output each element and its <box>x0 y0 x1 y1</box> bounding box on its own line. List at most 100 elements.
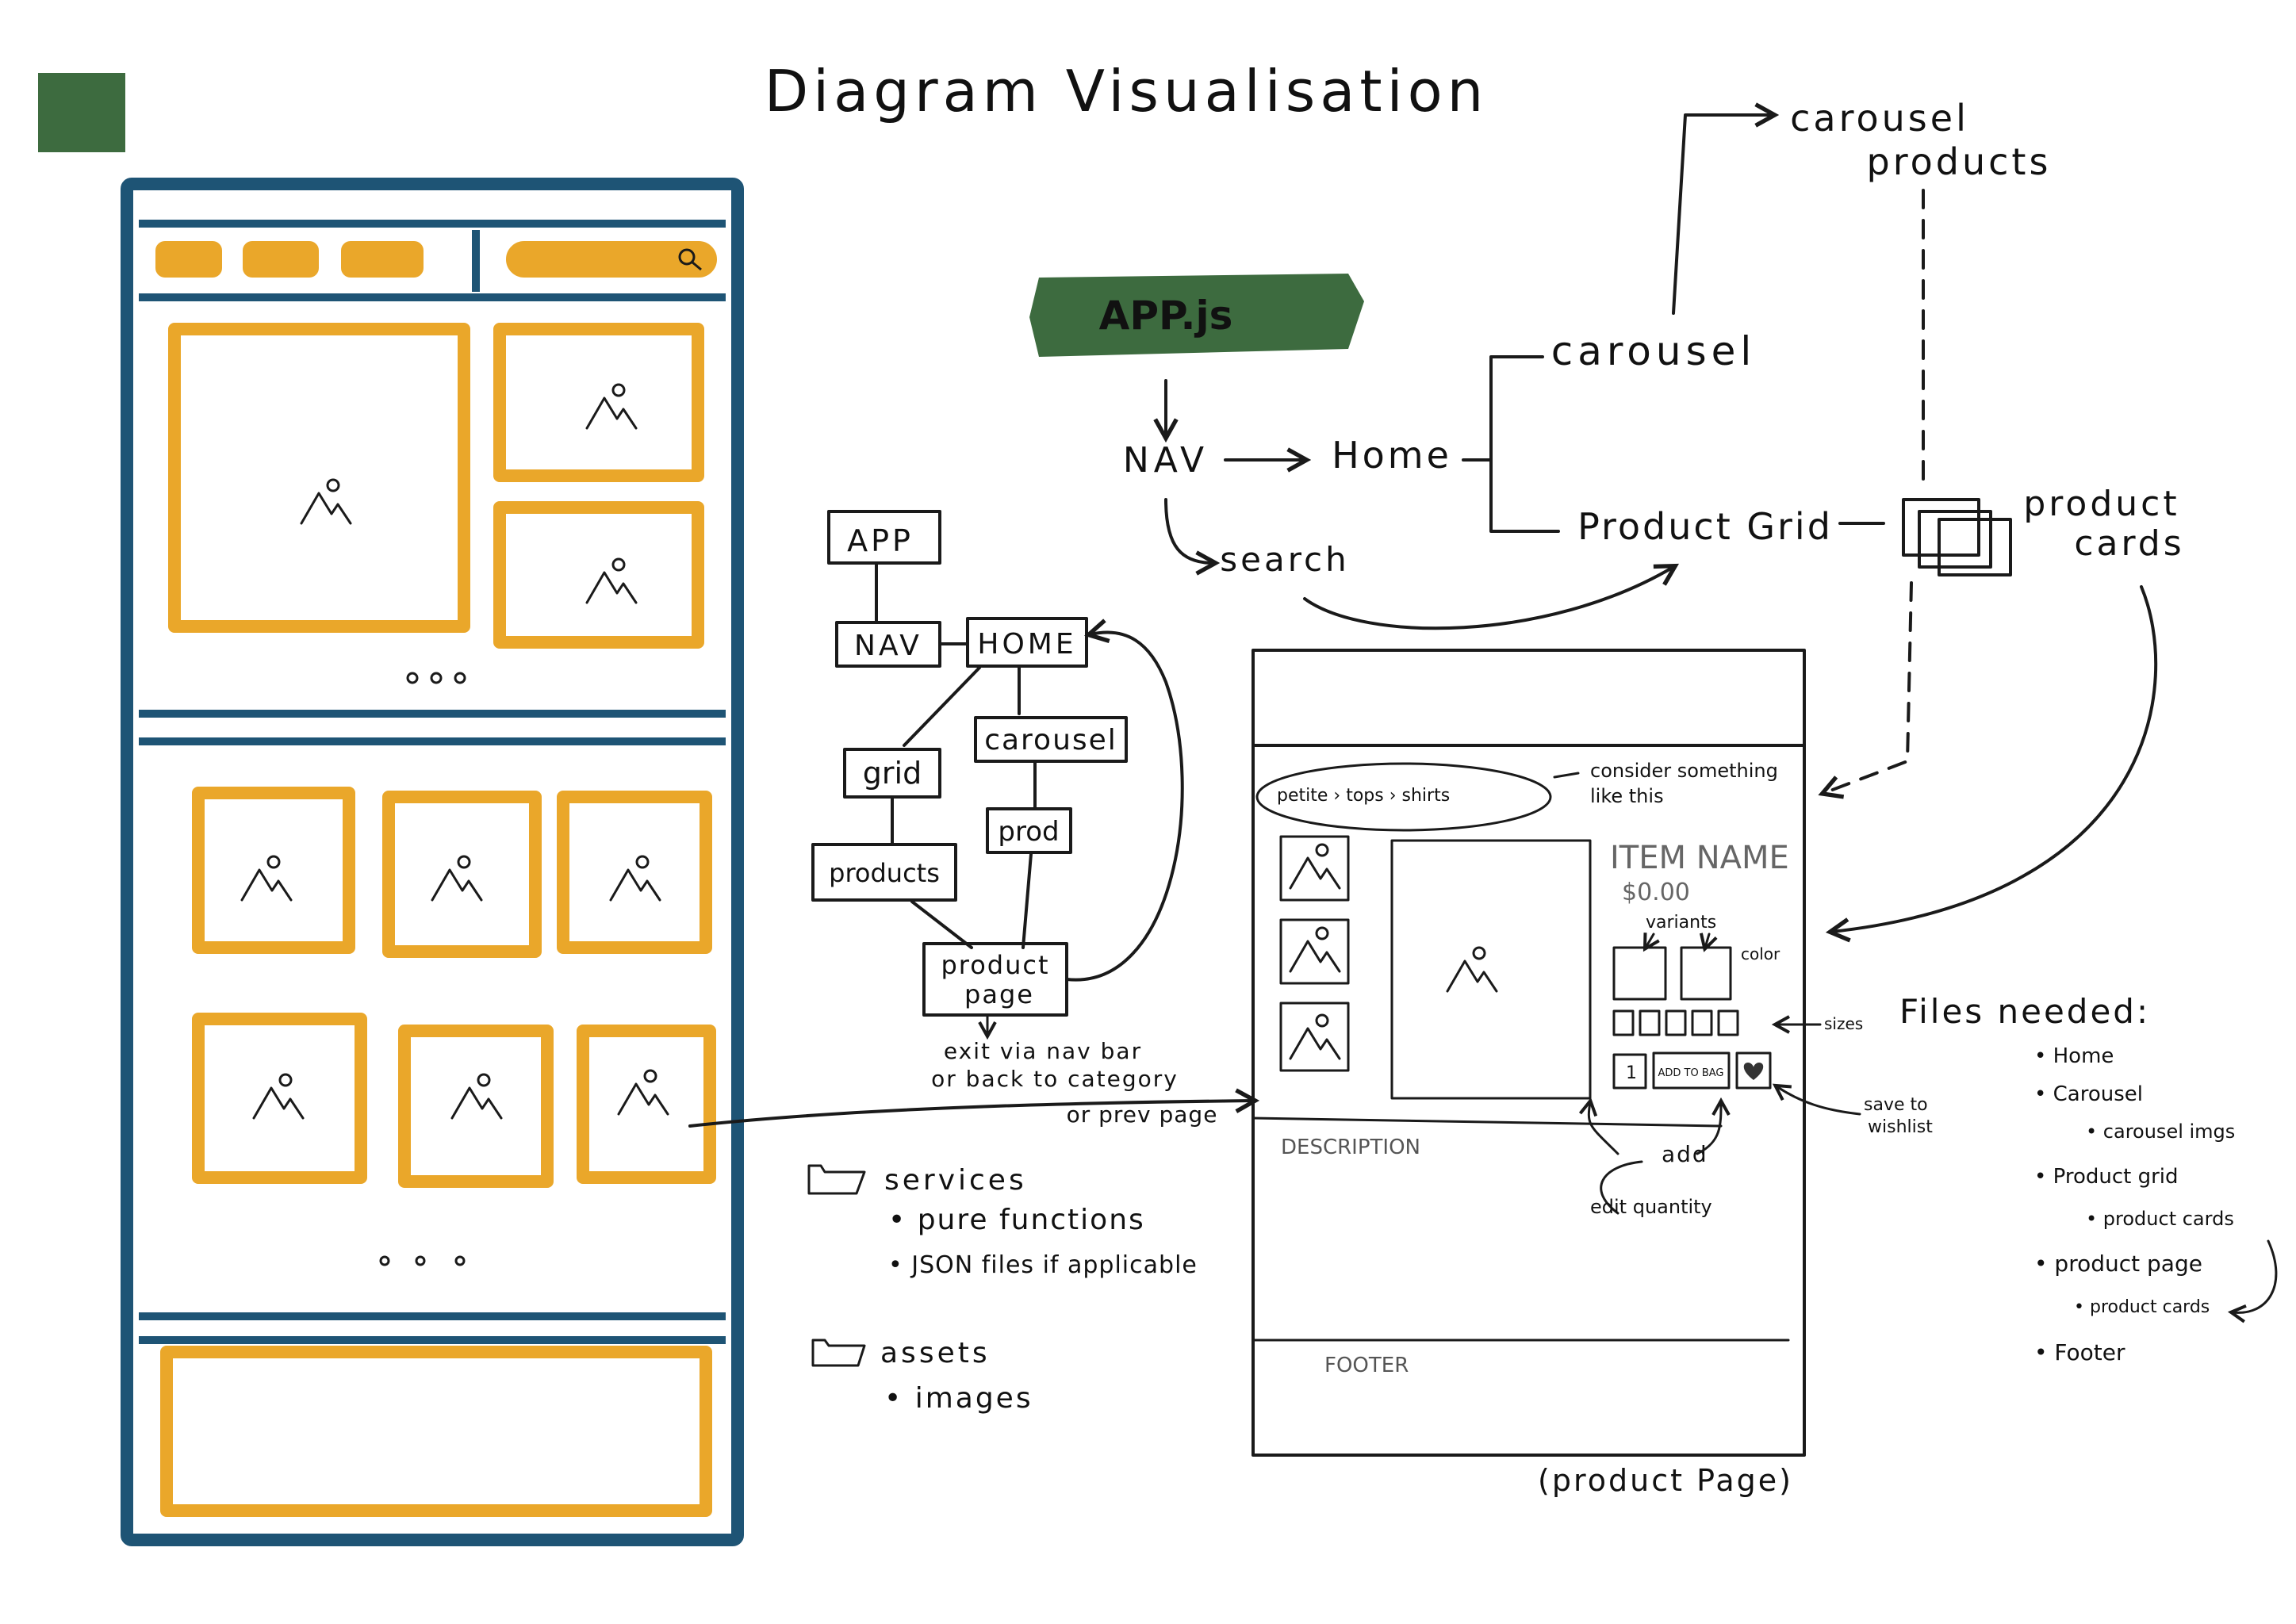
app-flow: APP.js NAV Home search carousel carousel… <box>1029 97 2184 932</box>
nav-tab-3 <box>341 241 424 278</box>
variants-label: variants <box>1646 913 1716 933</box>
quantity-value: 1 <box>1626 1063 1637 1083</box>
tree-app: APP <box>847 523 914 558</box>
product-cards-label-line2: cards <box>2074 523 2184 564</box>
breadcrumb: petite › tops › shirts <box>1277 786 1450 806</box>
grid-card <box>577 1025 716 1184</box>
carousel-dot <box>454 672 466 684</box>
carousel-side-slide-top <box>493 323 704 482</box>
size-box <box>1639 1009 1661 1036</box>
consider-note-line2: like this <box>1590 785 1664 807</box>
product-grid-wireframe <box>192 787 716 1266</box>
app-js-label: APP.js <box>1099 293 1233 339</box>
carousel-label: carousel <box>1551 328 1757 374</box>
tree-prod: prod <box>998 816 1059 848</box>
product-grid-label: Product Grid <box>1577 505 1833 548</box>
component-tree: APP NAV HOME grid carousel products prod… <box>811 510 1218 1128</box>
carousel-dot <box>406 672 419 684</box>
grid-card <box>382 791 542 958</box>
files-subitem: • product cards <box>2086 1208 2234 1230</box>
product-cards-label-line1: product <box>2023 484 2179 524</box>
app-highlight <box>1029 274 1364 357</box>
search-label: search <box>1220 540 1350 579</box>
carousel-dot <box>430 672 443 684</box>
footer-block <box>160 1346 712 1517</box>
assets-item-1: • images <box>884 1382 1033 1415</box>
folders-notes: services • pure functions • JSON files i… <box>807 1164 1198 1415</box>
sizes-label: sizes <box>1824 1014 1863 1033</box>
description-label: DESCRIPTION <box>1281 1136 1420 1159</box>
exit-note-line2: or back to category <box>931 1066 1179 1092</box>
files-needed-heading: Files needed: <box>1899 992 2150 1031</box>
variant-swatch <box>1612 946 1667 1001</box>
folder-icon <box>811 1339 866 1367</box>
carousel-side-slide-bottom <box>493 501 704 649</box>
carousel-main-slide <box>168 323 470 633</box>
size-box <box>1691 1009 1713 1036</box>
variant-swatch <box>1680 946 1732 1001</box>
grid-card <box>557 791 712 954</box>
consider-note-line1: consider something <box>1590 760 1778 782</box>
files-item: • Product grid <box>2034 1165 2179 1189</box>
assets-label: assets <box>880 1337 991 1369</box>
grid-card <box>192 1013 367 1184</box>
grid-dot <box>379 1255 390 1266</box>
hero-carousel <box>168 323 704 684</box>
files-item: • Footer <box>2034 1339 2125 1365</box>
grid-card <box>398 1025 554 1188</box>
wishlist-annotation-line2: wishlist <box>1868 1117 1933 1137</box>
footer-label: FOOTER <box>1324 1354 1409 1377</box>
main-product-image <box>1390 839 1592 1100</box>
tree-products: products <box>829 858 940 888</box>
files-subitem: • carousel imgs <box>2086 1120 2235 1143</box>
carousel-products-label-line2: products <box>1867 140 2052 183</box>
card-to-page-arrow <box>688 1101 1253 1128</box>
tree-carousel: carousel <box>984 724 1117 756</box>
tree-nav: NAV <box>854 630 922 662</box>
home-wireframe <box>121 178 744 1546</box>
thumbnail <box>1279 835 1350 902</box>
nav-bar <box>155 241 717 278</box>
thumbnail <box>1279 918 1350 985</box>
add-annotation: add <box>1662 1141 1708 1167</box>
size-box <box>1612 1009 1635 1036</box>
carousel-products-label-line1: carousel <box>1790 97 1969 140</box>
tree-home: HOME <box>977 628 1076 661</box>
size-box <box>1665 1009 1687 1036</box>
grid-dot <box>454 1255 466 1266</box>
services-item-1: • pure functions <box>888 1204 1145 1236</box>
files-item: • Carousel <box>2034 1082 2143 1106</box>
quantity-select <box>1612 1053 1647 1090</box>
tree-product-page-line1: product <box>941 950 1049 980</box>
heart-icon <box>1743 1063 1764 1080</box>
phone-frame <box>121 178 744 1546</box>
files-subitem: • product cards <box>2074 1297 2210 1317</box>
folder-icon <box>807 1164 866 1195</box>
services-item-2: • JSON files if applicable <box>888 1251 1198 1279</box>
wishlist-button <box>1735 1051 1772 1090</box>
item-name: ITEM NAME <box>1610 840 1789 876</box>
grid-dot <box>415 1255 426 1266</box>
tree-product-page-line2: page <box>964 979 1034 1009</box>
files-item: • Home <box>2034 1044 2114 1068</box>
nav-label: NAV <box>1123 440 1209 481</box>
page-title: Diagram Visualisation <box>765 58 1489 124</box>
color-label: color <box>1741 944 1780 963</box>
item-price: $0.00 <box>1622 879 1690 906</box>
search-icon <box>678 248 696 266</box>
product-cards-stack-icon <box>1902 498 2012 576</box>
add-to-bag-button <box>1652 1051 1731 1090</box>
nav-tab-2 <box>243 241 319 278</box>
logo-square <box>38 73 125 152</box>
add-to-bag-label: ADD TO BAG <box>1658 1067 1723 1079</box>
files-needed: Files needed: • Home • Carousel • carous… <box>1899 992 2278 1365</box>
thumbnail <box>1279 1002 1350 1072</box>
size-box <box>1717 1009 1739 1036</box>
exit-note-line3: or prev page <box>1067 1101 1218 1128</box>
services-label: services <box>884 1164 1027 1197</box>
product-page-sketch: petite › tops › shirts consider somethin… <box>1251 649 1933 1498</box>
product-page-caption: (product Page) <box>1538 1463 1793 1498</box>
files-item: • product page <box>2034 1251 2202 1277</box>
tree-grid: grid <box>863 756 922 791</box>
